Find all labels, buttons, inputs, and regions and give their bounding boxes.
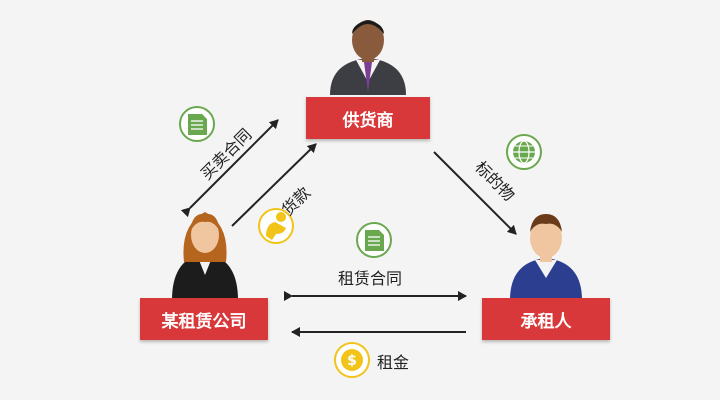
payment-arrow (231, 143, 317, 227)
purchase-contract-arrow (180, 119, 279, 218)
money-hand-icon (258, 208, 294, 244)
lessor-node: 某租赁公司 (140, 298, 268, 340)
lease-contract-label: 租赁合同 (338, 269, 403, 288)
globe-icon (506, 134, 542, 170)
supplier-avatar (330, 20, 406, 95)
svg-text:$: $ (347, 353, 357, 369)
rent-label: 租金 (377, 353, 410, 372)
lessee-node: 承租人 (482, 298, 610, 340)
lessor-avatar (172, 212, 238, 300)
dollar-coin-icon: $ (334, 342, 370, 378)
lessee-avatar (510, 214, 582, 300)
subject-matter-arrow (433, 151, 517, 235)
document-icon (356, 222, 392, 258)
document-icon (179, 106, 215, 142)
supplier-node: 供货商 (306, 97, 430, 139)
